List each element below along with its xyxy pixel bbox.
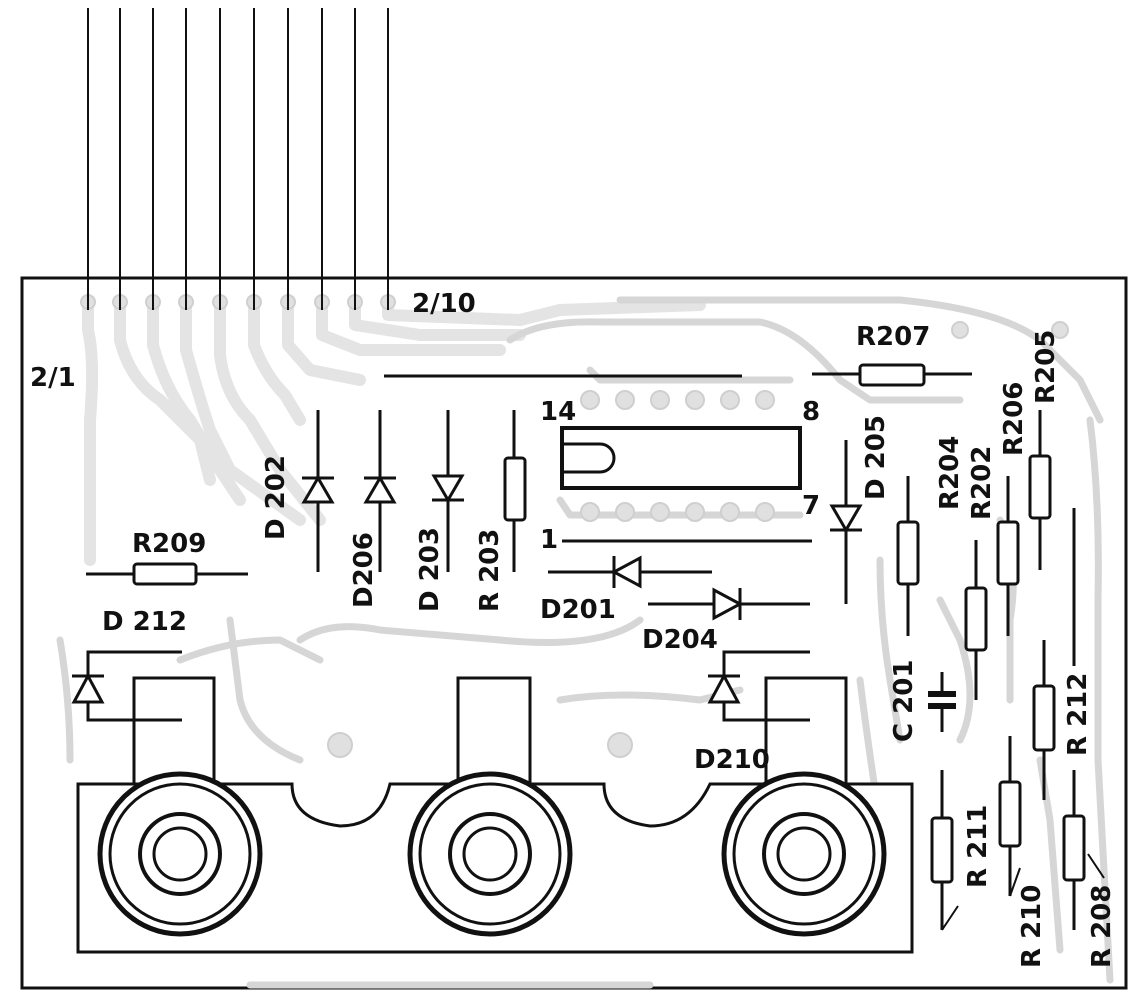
resistor-r210	[998, 736, 1022, 897]
diode-d205	[829, 440, 863, 604]
diode-d210	[707, 650, 810, 722]
capacitor-c201	[928, 672, 956, 732]
r211-label: R 211	[963, 805, 993, 888]
jack-middle	[407, 771, 573, 937]
connector-last-pin-label: 2/10	[412, 289, 476, 319]
diode-d203	[431, 410, 465, 572]
diode-d206	[363, 410, 397, 572]
d203-label: D 203	[415, 527, 445, 612]
r204-label: R204	[935, 436, 965, 510]
resistor-r212	[1032, 640, 1056, 800]
d210-label: D210	[694, 745, 770, 775]
resistor-r204	[896, 476, 920, 636]
d212-label: D 212	[102, 607, 187, 637]
r203-label: R 203	[475, 529, 505, 612]
connector-first-pin-label: 2/1	[30, 363, 76, 393]
r206-label: R206	[999, 382, 1029, 456]
connector-wires	[87, 8, 389, 310]
diode-d204	[648, 587, 810, 621]
r209-label: R209	[132, 529, 206, 559]
ic-pin14-label: 14	[540, 397, 576, 427]
ic-pin7-label: 7	[802, 491, 820, 521]
resistor-r209	[86, 562, 248, 586]
ic-pin1-label: 1	[540, 525, 558, 555]
ic-pin8-label: 8	[802, 397, 820, 427]
diode-d202	[301, 410, 335, 572]
jack-right	[721, 771, 887, 937]
resistor-r203	[503, 410, 527, 572]
resistor-r202	[964, 540, 988, 700]
resistor-r206	[996, 476, 1020, 636]
jack-tabs	[132, 676, 848, 784]
r205-label: R205	[1031, 330, 1061, 404]
jack-left	[97, 771, 263, 937]
r210-label: R 210	[1017, 885, 1047, 968]
copper-traces	[56, 294, 1114, 989]
d206-label: D206	[349, 532, 379, 608]
d205-label: D 205	[861, 415, 891, 500]
resistor-r207	[812, 363, 972, 387]
c201-label: C 201	[889, 660, 919, 742]
r208-label: R 208	[1087, 885, 1117, 968]
ic-package	[560, 426, 802, 490]
diode-d212	[71, 650, 182, 722]
r207-label: R207	[856, 322, 930, 352]
d204-label: D204	[642, 625, 718, 655]
diode-d201	[548, 555, 712, 589]
resistor-r205	[1028, 410, 1052, 570]
d201-label: D201	[540, 595, 616, 625]
r212-label: R 212	[1063, 673, 1093, 756]
d202-label: D 202	[261, 455, 291, 540]
resistor-r208	[1062, 770, 1105, 930]
r202-label: R202	[967, 446, 997, 520]
resistor-r211	[930, 770, 959, 931]
